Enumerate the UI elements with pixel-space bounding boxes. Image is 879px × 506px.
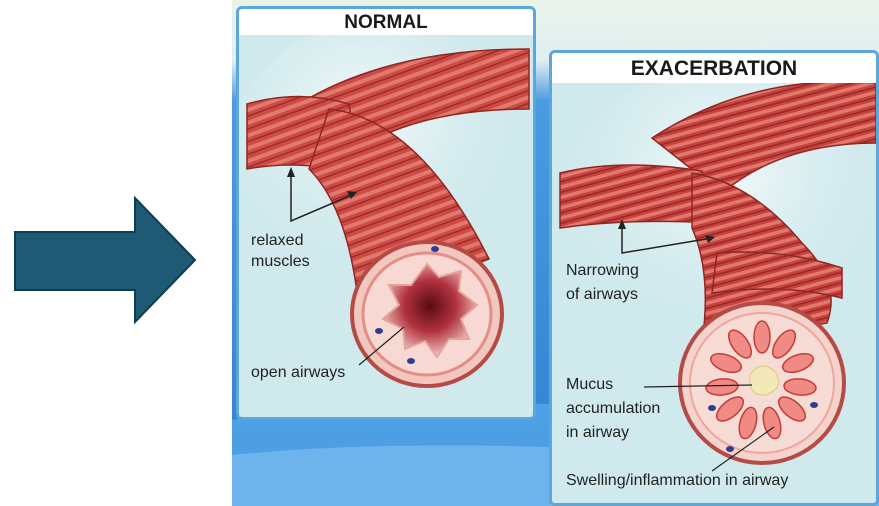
exacerbation-panel-title: EXACERBATION [552,53,876,83]
mucus-label-line3: in airway [566,423,629,443]
right-arrow-icon [13,196,199,326]
mucus-label-line2: accumulation [566,399,660,419]
normal-panel-title: NORMAL [239,9,533,35]
exacerbation-airway-panel: EXACERBATION Narrowing of airways Mucus … [549,50,879,506]
normal-airway-panel: NORMAL relaxed muscles open airways [236,6,536,420]
relaxed-muscles-label-line2: muscles [251,252,310,272]
relaxed-muscles-label-line1: relaxed [251,231,303,251]
mucus-label-line1: Mucus [566,375,613,395]
swelling-label: Swelling/inflammation in airway [566,471,788,491]
narrowing-label-line2: of airways [566,285,638,305]
open-airways-label: open airways [251,363,345,383]
normal-airway-illustration [239,9,533,417]
narrowing-label-line1: Narrowing [566,261,639,281]
